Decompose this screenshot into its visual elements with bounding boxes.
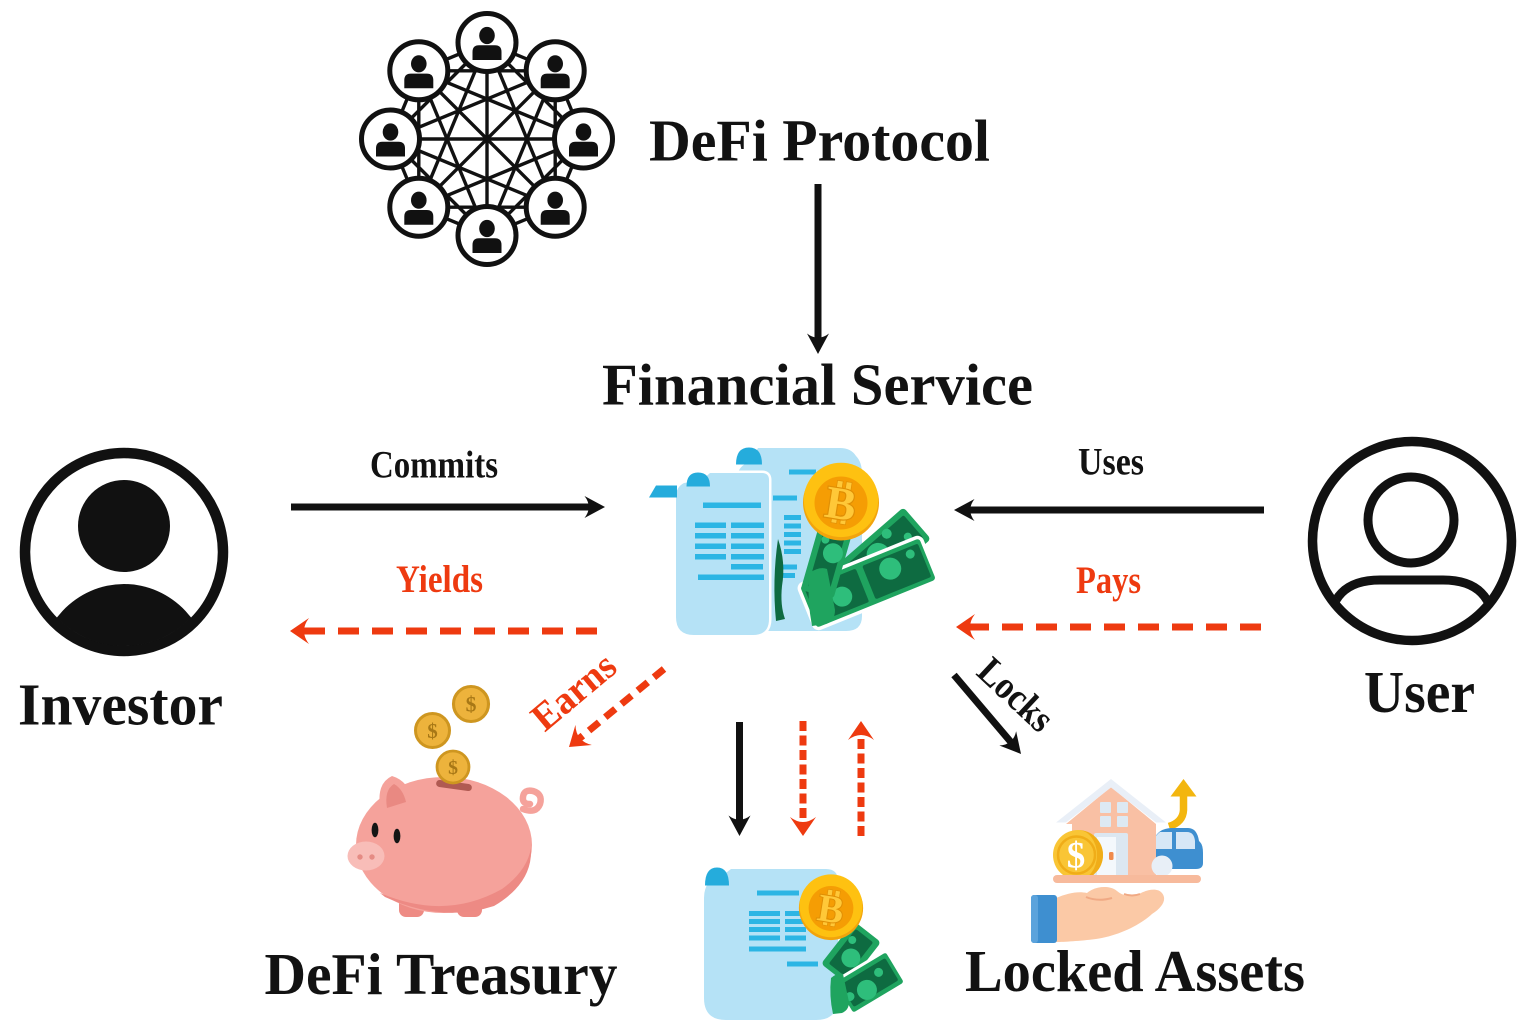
svg-text:$: $ — [1067, 836, 1086, 877]
svg-text:Locked Assets: Locked Assets — [965, 938, 1305, 1004]
svg-text:Pays: Pays — [1076, 559, 1141, 602]
svg-text:Commits: Commits — [370, 444, 498, 487]
svg-text:User: User — [1364, 659, 1475, 725]
svg-text:Yields: Yields — [396, 558, 483, 601]
svg-text:Earns: Earns — [523, 644, 625, 739]
svg-text:Uses: Uses — [1078, 441, 1144, 484]
svg-text:Locks: Locks — [969, 649, 1063, 740]
svg-text:DeFi Treasury: DeFi Treasury — [265, 941, 618, 1007]
svg-text:DeFi Protocol: DeFi Protocol — [649, 108, 990, 174]
svg-text:Financial Service: Financial Service — [602, 352, 1033, 418]
svg-text:Investor: Investor — [18, 672, 223, 738]
